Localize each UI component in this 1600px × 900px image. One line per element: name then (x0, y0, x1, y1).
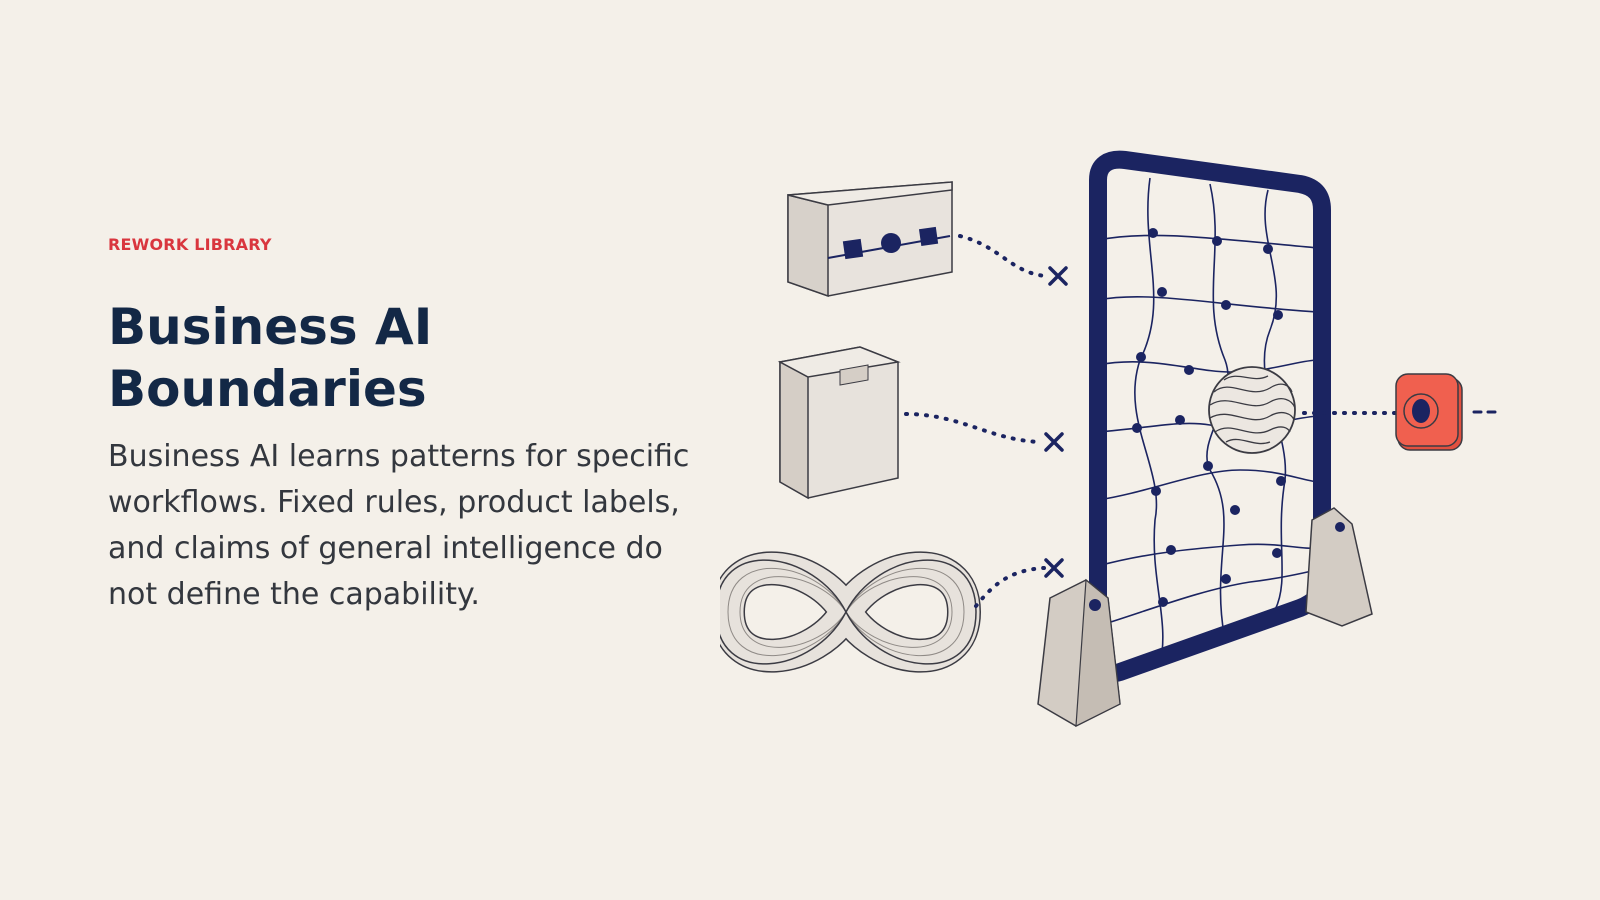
boundary-illustration (720, 150, 1502, 728)
red-token-icon (1395, 373, 1463, 451)
page-title: Business AI Boundaries (108, 298, 433, 418)
net-frame-icon (1037, 150, 1373, 728)
body-text: Business AI learns patterns for specific… (108, 439, 690, 612)
rule-box-icon (787, 181, 953, 298)
product-dotted-path (904, 412, 1042, 444)
blocked-x-icon (1044, 558, 1064, 578)
infinity-icon (720, 551, 981, 673)
eyebrow-label: REWORK LIBRARY (108, 235, 272, 254)
blocked-x-icon (1044, 432, 1064, 452)
sphere-icon (1208, 366, 1296, 454)
product-box-icon (777, 346, 901, 500)
text-column: REWORK LIBRARY Business AI Boundaries Bu… (108, 232, 708, 618)
blocked-x-icon (1048, 266, 1068, 286)
infinity-dotted-path (974, 566, 1046, 608)
rule-dotted-path (958, 234, 1047, 278)
